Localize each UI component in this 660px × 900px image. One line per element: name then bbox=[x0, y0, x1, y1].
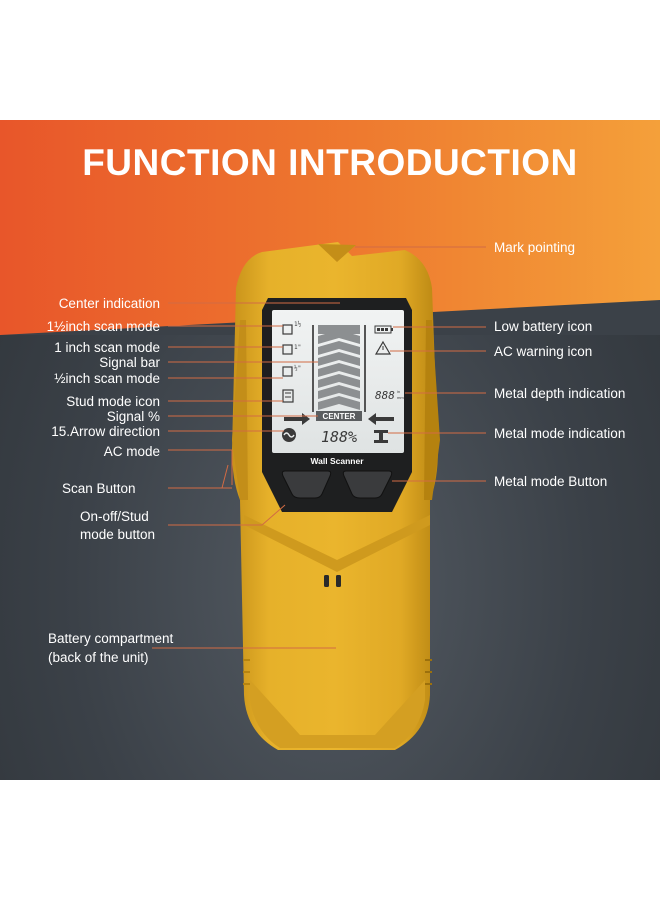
signal-bar bbox=[318, 325, 360, 410]
label-scan-1-5-inch: 1½inch scan mode bbox=[46, 319, 160, 334]
vent-slot bbox=[336, 575, 341, 587]
label-battery-line1: Battery compartment bbox=[48, 631, 174, 646]
metal-mode-button bbox=[342, 470, 393, 499]
ac-warning-icon bbox=[374, 340, 392, 355]
svg-text:in: in bbox=[397, 389, 400, 394]
top-notch bbox=[318, 244, 356, 262]
label-metal-mode-button: Metal mode Button bbox=[494, 474, 608, 489]
label-signal-percent: Signal % bbox=[106, 409, 160, 424]
lcd-center-box bbox=[316, 411, 362, 421]
lcd-arrow-left bbox=[368, 413, 394, 425]
label-metal-depth: Metal depth indication bbox=[494, 386, 626, 401]
metal-mode-icon bbox=[374, 430, 388, 443]
label-signal-bar: Signal bar bbox=[99, 355, 160, 370]
page-title: FUNCTION INTRODUCTION bbox=[82, 142, 578, 183]
label-ac-warning-icon: AC warning icon bbox=[494, 344, 593, 359]
svg-text:1½: 1½ bbox=[294, 321, 302, 328]
label-stud-mode-icon: Stud mode icon bbox=[66, 394, 160, 409]
svg-text:1": 1" bbox=[294, 344, 301, 351]
label-ac-mode: AC mode bbox=[103, 444, 160, 459]
lcd-depth-readout: 888 bbox=[375, 389, 395, 402]
label-onoff-line1: On-off/Stud bbox=[80, 509, 149, 524]
wall-scanner-device: 1½ 1" ½" CENTER 188% bbox=[232, 242, 440, 750]
label-battery-line2: (back of the unit) bbox=[48, 650, 149, 665]
label-scan-1-inch: 1 inch scan mode bbox=[54, 340, 160, 355]
svg-text:½": ½" bbox=[294, 365, 301, 372]
svg-text:mm: mm bbox=[397, 395, 404, 400]
right-grip bbox=[424, 320, 440, 500]
device-panel-label: Wall Scanner bbox=[310, 456, 364, 466]
body-ridge bbox=[244, 515, 430, 572]
lcd-center-text: CENTER bbox=[323, 412, 356, 421]
scan-mode-icons bbox=[282, 324, 294, 403]
vent-slot bbox=[324, 575, 329, 587]
label-scan-half-inch: ½inch scan mode bbox=[54, 371, 160, 386]
bottom-facet bbox=[250, 680, 425, 748]
lcd-signal-readout: 188% bbox=[321, 428, 357, 446]
label-scan-button: Scan Button bbox=[62, 481, 136, 496]
label-onoff-line2: mode button bbox=[80, 527, 156, 542]
scan-button bbox=[281, 470, 332, 499]
label-low-battery-icon: Low battery icon bbox=[494, 319, 593, 334]
label-mark-pointing: Mark pointing bbox=[494, 240, 576, 255]
label-center-indication: Center indication bbox=[58, 296, 160, 311]
label-arrow-direction: 15.Arrow direction bbox=[51, 424, 160, 439]
label-metal-mode-indication: Metal mode indication bbox=[494, 426, 626, 441]
left-grip bbox=[232, 320, 248, 500]
infographic-stage: FUNCTION INTRODUCTION bbox=[0, 120, 660, 780]
